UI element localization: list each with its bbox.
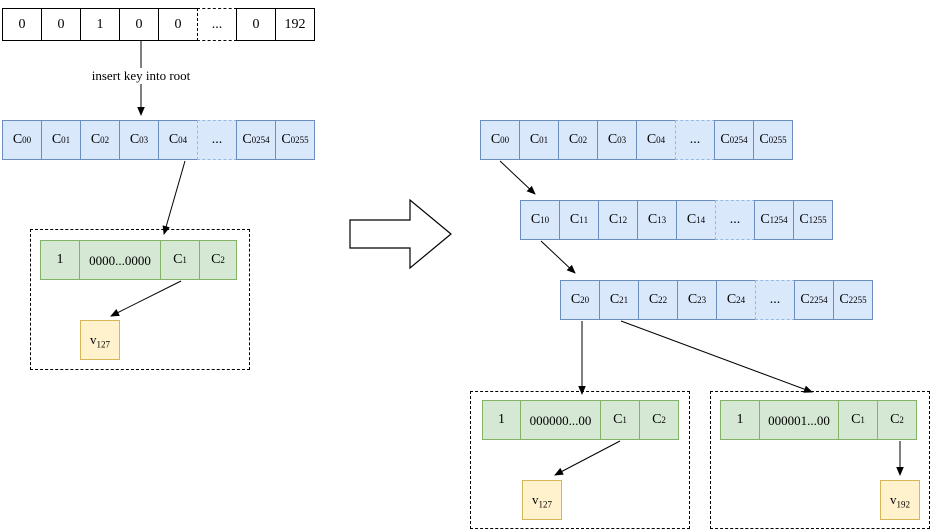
left-leaf-group-box — [30, 229, 250, 370]
leaf-bitmap-cell: 0000...0000 — [79, 240, 161, 280]
key-byte-cell: 0 — [158, 8, 198, 41]
leaf-bitmap-cell: 000001...00 — [759, 400, 839, 440]
node-ellipsis-cell: ... — [755, 280, 795, 320]
key-byte-ellipsis-cell: ... — [197, 8, 237, 41]
arrow-right-c10-to-c2row — [540, 240, 576, 274]
arrow-right-c21-to-leaf2 — [620, 320, 813, 393]
insert-key-label: insert key into root — [88, 68, 194, 84]
key-byte-cell: 192 — [275, 8, 315, 41]
key-byte-cell: 1 — [80, 8, 120, 41]
key-byte-cell: 0 — [2, 8, 42, 41]
transform-block-arrow — [349, 198, 452, 270]
node-ellipsis-cell: ... — [197, 120, 237, 160]
key-byte-cell: 0 — [119, 8, 159, 41]
leaf-bitmap-cell: 000000...00 — [520, 400, 601, 440]
key-byte-cell: 0 — [41, 8, 81, 41]
leaf-flag-cell: 1 — [720, 400, 760, 440]
arrow-right-c00-to-c1row — [499, 160, 536, 195]
leaf-flag-cell: 1 — [482, 400, 521, 440]
node-ellipsis-cell: ... — [715, 200, 755, 240]
right-leaf-group-box-2 — [710, 391, 930, 529]
value-box-v127-right: v127 — [522, 480, 562, 520]
key-byte-array: 0 0 1 0 0 ... 0 192 — [2, 8, 315, 41]
key-byte-cell: 0 — [236, 8, 276, 41]
value-box-v127: v127 — [80, 320, 120, 360]
value-box-v192: v192 — [880, 480, 920, 520]
leaf-flag-cell: 1 — [40, 240, 80, 280]
node-ellipsis-cell: ... — [675, 120, 715, 160]
arrow-root-to-left-leaf — [162, 160, 186, 235]
